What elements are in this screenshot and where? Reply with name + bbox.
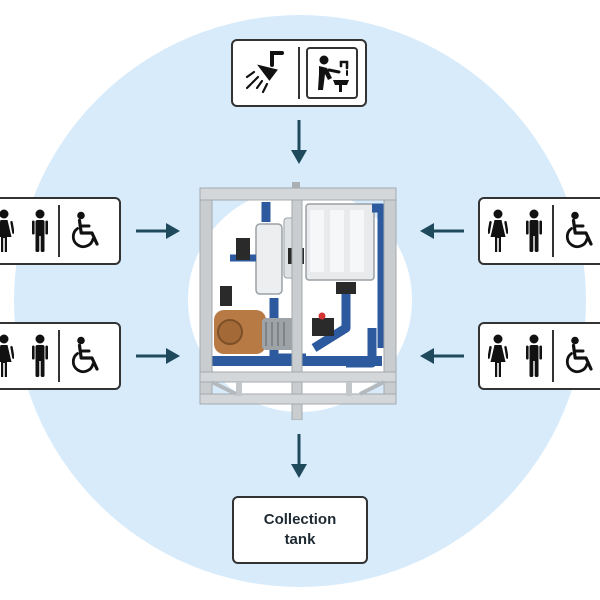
top-source-sign [231,39,367,107]
woman-icon [0,334,22,378]
arrow-down-top [291,120,307,164]
wheelchair-icon [554,336,600,376]
wheelchair-icon [60,211,116,251]
woman-icon [480,209,516,253]
man-icon [516,334,552,378]
left-lower-source-sign [0,322,121,390]
sign-divider [298,47,300,99]
right-lower-source-sign [478,322,600,390]
arrow-right-left-lower [136,348,180,364]
man-icon [22,334,58,378]
arrow-left-right-lower [420,348,464,364]
sign-divider [552,330,554,382]
washbasin-icon [306,47,359,99]
woman-icon [480,334,516,378]
left-upper-source-sign [0,197,121,265]
arrow-down-bottom [291,434,307,478]
right-upper-source-sign [478,197,600,265]
wheelchair-icon [554,211,600,251]
collection-tank-box: Collection tank [232,496,368,564]
arrow-left-right-upper [420,223,464,239]
sign-divider [552,205,554,257]
man-icon [516,209,552,253]
shower-icon [233,51,298,95]
sign-divider [58,330,60,382]
sign-divider [58,205,60,257]
wheelchair-icon [60,336,116,376]
collection-tank-label: Collection tank [263,511,337,548]
woman-icon [0,209,22,253]
pump-unit-image [199,182,397,420]
man-icon [22,209,58,253]
arrow-right-left-upper [136,223,180,239]
